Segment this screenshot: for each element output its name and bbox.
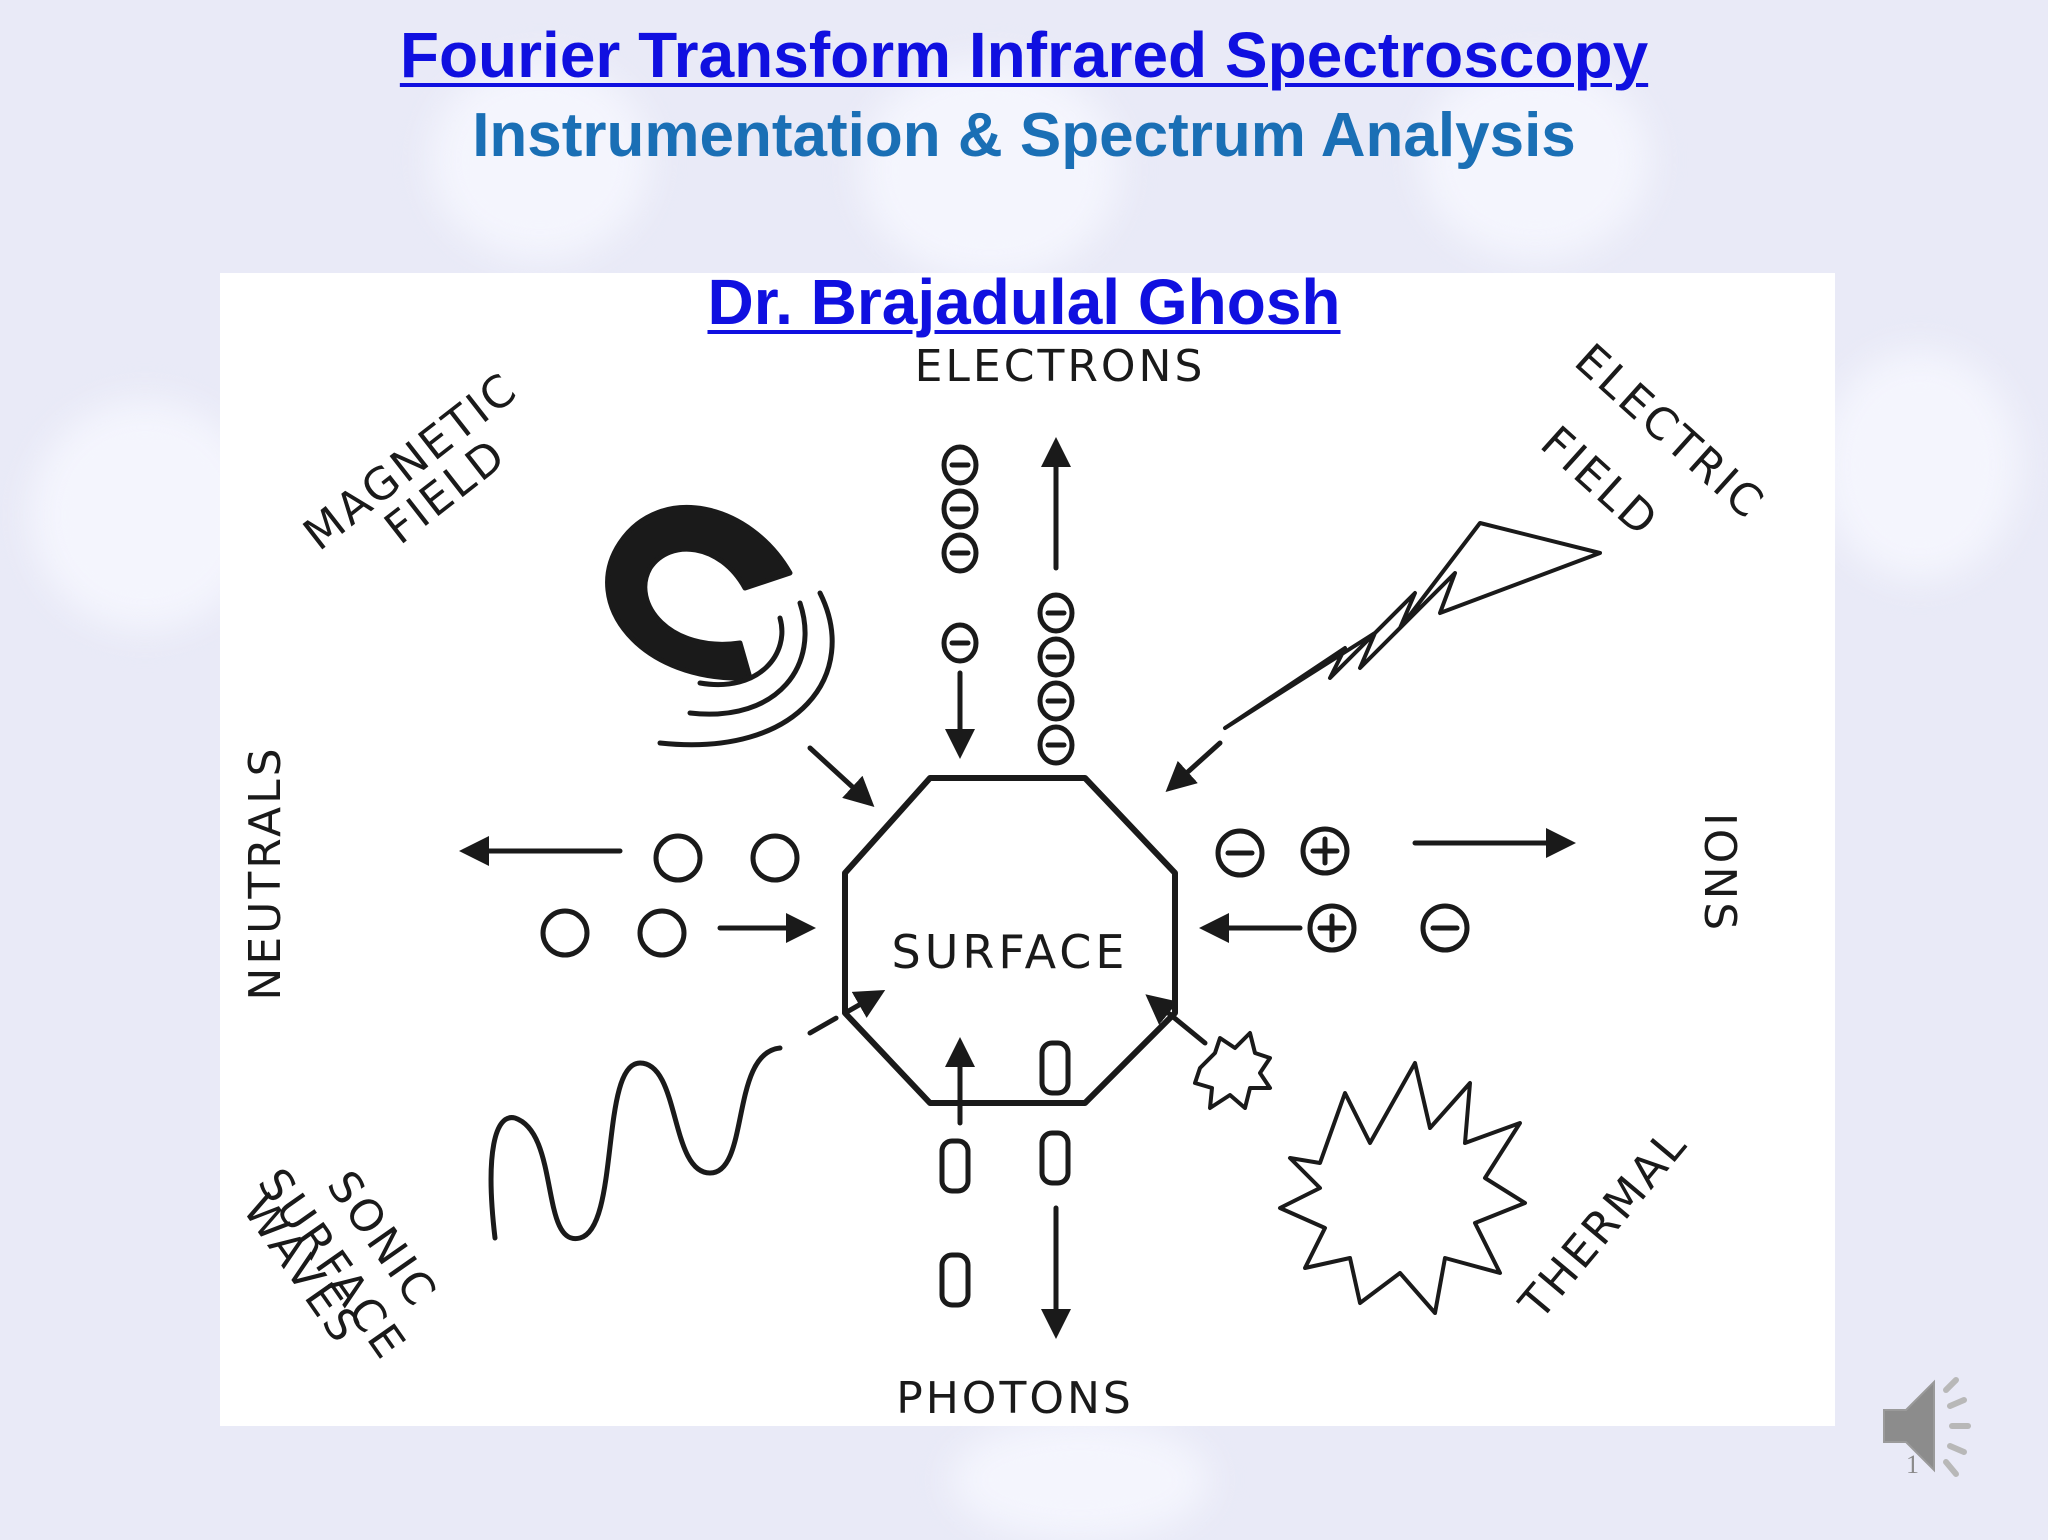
ion-particles bbox=[1215, 826, 1470, 953]
arrow-thermal bbox=[1145, 994, 1208, 1046]
surface-interactions-diagram: ELECTRONS PHOTONS SURFACE NEUTRALS IONS … bbox=[232, 334, 1774, 1424]
label-neutrals: NEUTRALS bbox=[240, 745, 291, 1000]
page-number: 1 bbox=[1906, 1450, 1919, 1479]
background-decoration bbox=[1820, 350, 2020, 580]
label-photons: PHOTONS bbox=[896, 1373, 1134, 1424]
arrow-sonic bbox=[807, 990, 886, 1036]
label-ions: IONS bbox=[1694, 813, 1745, 933]
small-burst bbox=[1193, 1031, 1272, 1110]
neutral-particles bbox=[540, 833, 800, 958]
label-surface: SURFACE bbox=[892, 925, 1129, 979]
figure-panel: ELECTRONS PHOTONS SURFACE NEUTRALS IONS … bbox=[220, 273, 1835, 1426]
magnet-shape bbox=[605, 505, 793, 681]
photon-column-out bbox=[1039, 1040, 1071, 1186]
arrow-magnetic bbox=[807, 745, 875, 808]
slide-subtitle: Instrumentation & Spectrum Analysis bbox=[472, 101, 1576, 170]
electron-column-out bbox=[1037, 592, 1075, 766]
photon-column-in bbox=[939, 1138, 971, 1308]
background-decoration bbox=[430, 60, 650, 260]
label-electrons: ELECTRONS bbox=[915, 341, 1206, 392]
background-decoration bbox=[860, 60, 1120, 280]
background-decoration bbox=[950, 1420, 1210, 1540]
electron-column-in bbox=[941, 444, 979, 664]
large-burst bbox=[1278, 1061, 1527, 1315]
surface-octagon bbox=[842, 775, 1178, 1106]
label-thermal: THERMAL bbox=[1509, 1118, 1698, 1329]
slide-title: Fourier Transform Infrared Spectroscopy bbox=[0, 18, 2048, 92]
speaker-icon[interactable] bbox=[1876, 1370, 1986, 1495]
author-name: Dr. Brajadulal Ghosh bbox=[0, 265, 2048, 339]
sonic-wave bbox=[488, 1045, 783, 1241]
author-link[interactable]: Dr. Brajadulal Ghosh bbox=[707, 266, 1341, 338]
background-decoration bbox=[1420, 60, 1650, 260]
arrow-electric bbox=[1165, 740, 1223, 793]
title-link[interactable]: Fourier Transform Infrared Spectroscopy bbox=[399, 19, 1649, 91]
lightning-bolt bbox=[1223, 521, 1602, 730]
